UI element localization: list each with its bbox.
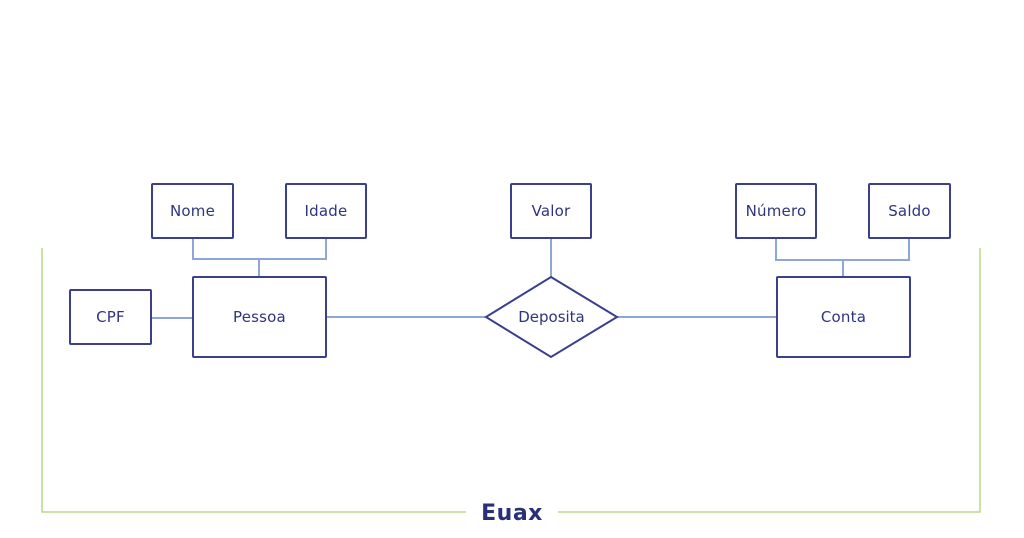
euax-logo: Euax (470, 496, 554, 530)
entity-conta: Conta (776, 276, 911, 358)
entity-conta-label: Conta (820, 308, 867, 326)
connectors (152, 238, 910, 319)
attribute-valor: Valor (510, 183, 592, 239)
relationship-deposita-label: Deposita (518, 308, 585, 326)
attribute-cpf-label: CPF (96, 308, 125, 326)
attribute-numero-label: Número (745, 202, 807, 220)
relationship-diamond (484, 275, 619, 359)
attribute-nome: Nome (151, 183, 234, 239)
entity-pessoa-label: Pessoa (233, 308, 286, 326)
attribute-nome-label: Nome (169, 202, 216, 220)
euax-logo-text: Euax (481, 500, 543, 526)
attribute-idade-label: Idade (304, 202, 348, 220)
connector-numero-conta (775, 238, 910, 261)
attribute-cpf: CPF (69, 289, 152, 345)
connector-nome-pessoa (192, 238, 327, 260)
entity-pessoa: Pessoa (192, 276, 327, 358)
attribute-valor-label: Valor (531, 202, 571, 220)
attribute-idade: Idade (285, 183, 367, 239)
attribute-saldo: Saldo (868, 183, 951, 239)
attribute-saldo-label: Saldo (888, 202, 931, 220)
attribute-numero: Número (735, 183, 817, 239)
frame-border (41, 248, 981, 513)
